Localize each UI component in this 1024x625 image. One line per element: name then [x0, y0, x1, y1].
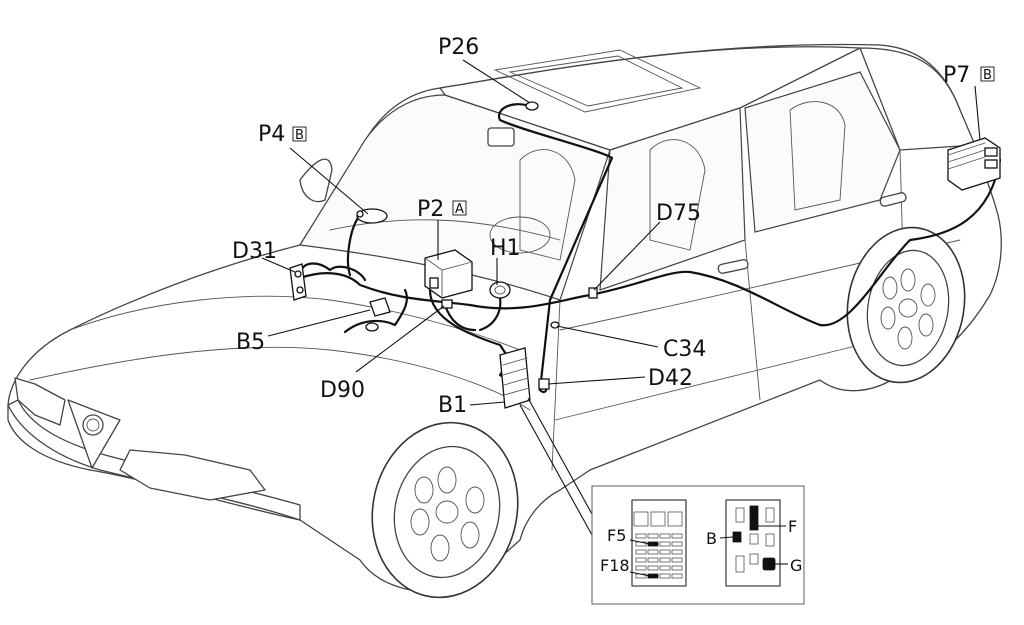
component-d42	[538, 378, 550, 390]
component-b5	[365, 297, 391, 332]
callout-d90: D90	[320, 378, 365, 403]
wire-fusebox	[428, 288, 517, 387]
wire-p4	[346, 216, 360, 277]
callout-c34: C34	[663, 337, 706, 362]
wire-roof	[497, 103, 614, 392]
interior-mirror	[487, 127, 515, 147]
callout-h1: H1	[490, 236, 521, 261]
brand-badge	[82, 414, 104, 436]
rear-seat	[789, 101, 846, 211]
callout-d75: D75	[656, 201, 701, 226]
steering-wheel	[489, 216, 551, 254]
component-b1	[499, 347, 531, 409]
component-p7	[947, 137, 1001, 191]
callout-b5: B5	[236, 330, 265, 355]
wire-d31	[298, 262, 367, 282]
relay-label-g: G	[790, 556, 802, 575]
fuse-label-f5: F5	[607, 526, 626, 545]
callout-p2-suffix: A	[455, 202, 464, 217]
front-wheel	[371, 421, 519, 599]
component-d90	[441, 299, 453, 309]
hood-crease-2	[29, 346, 531, 411]
callout-p4-suffix: B	[295, 128, 304, 143]
leader-lines	[261, 59, 981, 536]
rear-door-handle	[879, 192, 907, 207]
rear-deck	[859, 47, 976, 151]
relay-label-b: B	[706, 529, 717, 548]
callout-p2: P2	[417, 197, 444, 222]
component-h1	[489, 281, 511, 299]
component-d31	[289, 263, 307, 301]
driver-seat	[519, 149, 576, 261]
callout-p7: P7	[943, 63, 970, 88]
component-p2	[424, 249, 473, 299]
headlight-right	[119, 449, 266, 501]
wire-dash	[298, 158, 1002, 327]
side-crease-low	[554, 339, 881, 421]
car-body	[7, 43, 1002, 593]
component-d75	[588, 287, 598, 299]
callout-d31: D31	[232, 239, 277, 264]
relay-label-f: F	[788, 517, 797, 536]
fuse-label-f18: F18	[600, 556, 630, 575]
passenger-seat	[649, 139, 706, 251]
rear-wheel	[846, 226, 966, 384]
callout-p7-suffix: B	[983, 68, 992, 83]
callout-b1: B1	[438, 393, 467, 418]
components	[289, 101, 1001, 409]
fuse-box-inset: F5 F18 B F G	[591, 485, 805, 605]
sunroof-inner	[508, 55, 684, 107]
component-c34	[550, 321, 560, 329]
front-door-handle	[717, 259, 749, 274]
rear-side-window	[744, 71, 901, 233]
windshield	[298, 94, 611, 301]
callout-p26: P26	[438, 35, 479, 60]
callout-d42: D42	[648, 366, 693, 391]
callout-p4: P4	[258, 122, 285, 147]
component-p26	[525, 101, 539, 111]
callout-labels: P26 P7 B P4 B P2 A D31 H1 D75 B5 C34 D42…	[232, 35, 995, 418]
brand-badge-inner	[86, 418, 100, 432]
side-mirror	[299, 158, 333, 203]
sunroof	[493, 49, 702, 113]
headlight-left	[14, 377, 66, 426]
wire-b5	[343, 288, 409, 334]
